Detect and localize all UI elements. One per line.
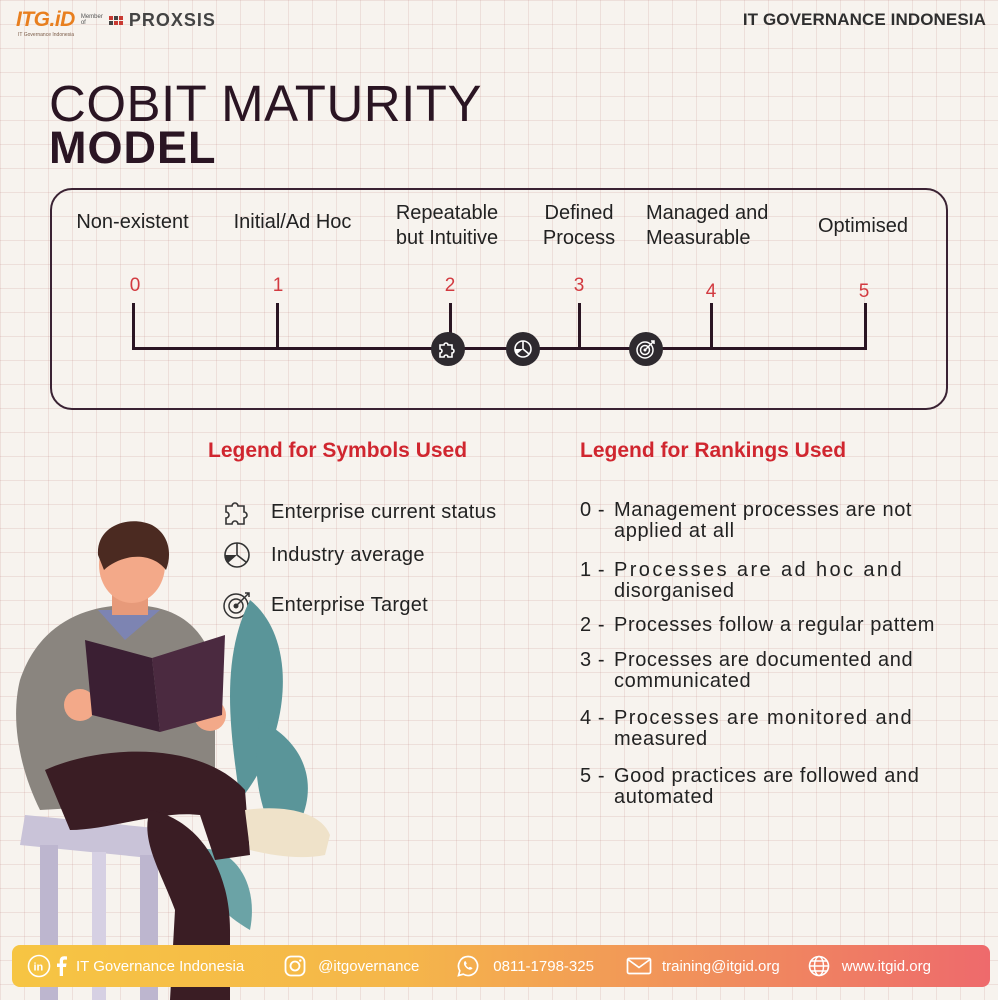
ranking-number: 3 -	[580, 649, 606, 671]
social-name-text: IT Governance Indonesia	[76, 957, 245, 975]
pie-chart-icon	[514, 340, 532, 358]
ranking-text: Processes are ad hoc and	[614, 559, 904, 581]
ranking-number: 0 -	[580, 499, 606, 521]
scale-tick-1	[276, 303, 279, 350]
scale-tick-5	[864, 303, 867, 350]
pie-chart-icon	[221, 539, 253, 571]
proxsis-logo: PROXSIS	[128, 9, 216, 30]
maturity-scale-panel	[50, 188, 948, 410]
current-status-marker	[431, 332, 465, 366]
target-icon	[221, 589, 253, 621]
ranking-text: Processes are documented and	[614, 649, 914, 671]
ranking-item-0: 0 - Management processes are not applied …	[580, 500, 912, 542]
whatsapp-item[interactable]: 0811-1798-325	[455, 953, 594, 979]
level-name-5: Optimised	[817, 215, 909, 237]
level-name-3: Defined Process	[542, 202, 616, 249]
level-name-4: Managed and Measurable	[646, 202, 769, 249]
itgid-logo: ITG.iD	[16, 8, 75, 31]
member-of-label: Member of	[80, 14, 103, 26]
whatsapp-number: 0811-1798-325	[493, 957, 594, 975]
symbol-legend-item: Industry average	[221, 539, 425, 571]
social-name-item[interactable]: in IT Governance Indonesia	[26, 953, 244, 979]
industry-average-marker	[506, 332, 540, 366]
ranking-item-1: 1 - Processes are ad hoc and disorganised	[580, 560, 904, 602]
ranking-item-3: 3 - Processes are documented and communic…	[580, 650, 913, 692]
ranking-number: 2 -	[580, 614, 606, 636]
ranking-number: 5 -	[580, 765, 606, 787]
symbol-legend-item: Enterprise current status	[221, 496, 496, 528]
brand-logos: ITG.iD IT Governance Indonesia Member of…	[16, 8, 216, 38]
ranking-text: Processes are monitored and	[614, 707, 914, 729]
level-number-3: 3	[573, 275, 585, 296]
ranking-text-cont: disorganised	[614, 580, 735, 602]
symbol-legend-item: Enterprise Target	[221, 589, 428, 621]
level-number-5: 5	[858, 281, 870, 302]
ranking-text: Good practices are followed and	[614, 765, 920, 787]
page-title-line1: COBIT MATURITY	[49, 75, 482, 132]
level-name-2: Repeatable but Intuitive	[395, 202, 499, 249]
website-item[interactable]: www.itgid.org	[806, 953, 931, 979]
linkedin-icon[interactable]: in	[26, 953, 52, 979]
instagram-item[interactable]: @itgovernance	[282, 953, 419, 979]
level-number-1: 1	[272, 275, 284, 296]
proxsis-dots-icon	[108, 15, 123, 25]
enterprise-target-marker	[629, 332, 663, 366]
level-name-1: Initial/Ad Hoc	[233, 211, 352, 233]
scale-tick-0	[132, 303, 135, 350]
scale-tick-4	[710, 303, 713, 350]
level-number-2: 2	[444, 275, 456, 296]
level-name-0: Non-existent	[76, 211, 189, 233]
instagram-handle: @itgovernance	[318, 957, 420, 975]
ranking-text-cont: communicated	[614, 670, 752, 692]
email-item[interactable]: training@itgid.org	[626, 953, 780, 979]
svg-text:in: in	[34, 962, 44, 974]
target-icon	[636, 340, 655, 359]
symbol-legend-label: Enterprise Target	[271, 593, 429, 616]
ranking-text: Management processes are not	[614, 499, 913, 521]
ranking-number: 4 -	[580, 707, 606, 729]
ranking-item-2: 2 - Processes follow a regular pattem	[580, 615, 935, 636]
contact-footer: in IT Governance Indonesia @itgovernance…	[12, 945, 990, 987]
rankings-legend-title: Legend for Rankings Used	[580, 439, 847, 462]
page-title-line2: MODEL	[49, 122, 217, 173]
email-icon[interactable]	[626, 953, 652, 979]
scale-tick-3	[578, 303, 581, 350]
itgid-logo-tagline: IT Governance Indonesia	[18, 32, 75, 38]
email-address: training@itgid.org	[661, 957, 780, 975]
ranking-text: Processes follow a regular pattem	[614, 614, 936, 636]
ranking-item-5: 5 - Good practices are followed and autom…	[580, 766, 919, 808]
ranking-number: 1 -	[580, 559, 606, 581]
scale-axis	[133, 347, 867, 350]
level-number-4: 4	[705, 281, 717, 302]
puzzle-icon	[439, 342, 455, 358]
whatsapp-icon[interactable]	[455, 953, 481, 979]
instagram-icon[interactable]	[282, 953, 308, 979]
symbol-legend-label: Industry average	[271, 543, 425, 566]
facebook-icon[interactable]	[52, 953, 70, 979]
ranking-text-cont: automated	[614, 786, 714, 808]
symbol-legend-label: Enterprise current status	[271, 500, 497, 523]
reading-man-illustration	[16, 521, 330, 1000]
website-url: www.itgid.org	[841, 957, 931, 975]
scale-tick-2	[449, 303, 452, 350]
globe-icon[interactable]	[806, 953, 832, 979]
symbols-legend-title: Legend for Symbols Used	[208, 439, 468, 462]
org-name: IT GOVERNANCE INDONESIA	[742, 10, 986, 29]
puzzle-icon	[221, 496, 253, 528]
ranking-text-cont: measured	[614, 728, 708, 750]
ranking-item-4: 4 - Processes are monitored and measured	[580, 708, 913, 750]
level-number-0: 0	[129, 275, 141, 296]
ranking-text-cont: applied at all	[614, 520, 735, 542]
